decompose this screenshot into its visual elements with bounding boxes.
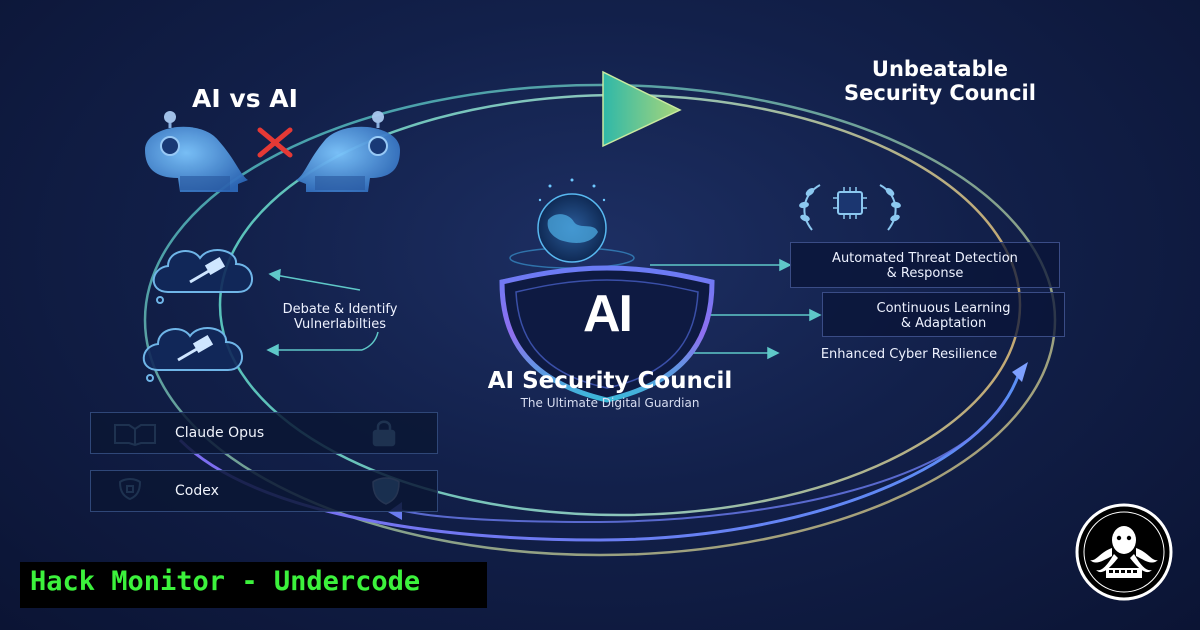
feature-threat-detection: Automated Threat Detection & Response — [790, 242, 1060, 288]
security-council-title-line1: Unbeatable — [871, 57, 1009, 81]
conflict-x-icon — [257, 127, 293, 158]
security-council-title: Unbeatable Security Council — [790, 57, 1090, 105]
gavel-cloud-top — [152, 249, 253, 304]
purple-arc-inner — [399, 399, 1006, 524]
feature-continuous-learning: Continuous Learning & Adaptation — [822, 292, 1065, 337]
feature-cyber-resilience: Enhanced Cyber Resilience — [820, 347, 998, 362]
ai-shield — [499, 265, 715, 403]
gavel-cloud-bottom — [142, 327, 243, 382]
purple-arrowhead — [1012, 362, 1028, 382]
security-council-title-line2: Security Council — [844, 81, 1036, 105]
feature-threat-line2: & Response — [886, 266, 964, 281]
brand-banner: Hack Monitor - Undercode — [20, 562, 487, 608]
debate-line1: Debate & Identify — [282, 302, 398, 317]
model-card-codex: Codex — [90, 470, 438, 512]
laurel-chip-emblem — [799, 184, 901, 231]
feature-learning-line2: & Adaptation — [900, 316, 987, 331]
council-subtitle: The Ultimate Digital Guardian — [520, 396, 700, 410]
octopus-logo-badge — [1075, 503, 1173, 601]
globe-icon — [509, 178, 635, 269]
council-name: AI Security Council — [487, 368, 733, 394]
model-card-label: Codex — [175, 483, 219, 499]
debate-label: Debate & Identify Vulnerlabilties — [240, 302, 440, 332]
direction-triangle — [602, 70, 682, 148]
model-card-claude-opus: Claude Opus — [90, 412, 438, 454]
robot-head-right — [296, 111, 400, 192]
debate-line2: Vulnerlabilties — [294, 317, 386, 332]
feature-learning-line1: Continuous Learning — [876, 301, 1011, 316]
ai-vs-ai-title: AI vs AI — [192, 84, 298, 113]
model-card-label: Claude Opus — [175, 425, 265, 441]
feature-threat-line1: Automated Threat Detection — [832, 251, 1018, 266]
brand-text: Hack Monitor - Undercode — [30, 566, 421, 597]
robot-head-left — [145, 111, 248, 192]
shield-ai-label: AI — [583, 285, 633, 343]
